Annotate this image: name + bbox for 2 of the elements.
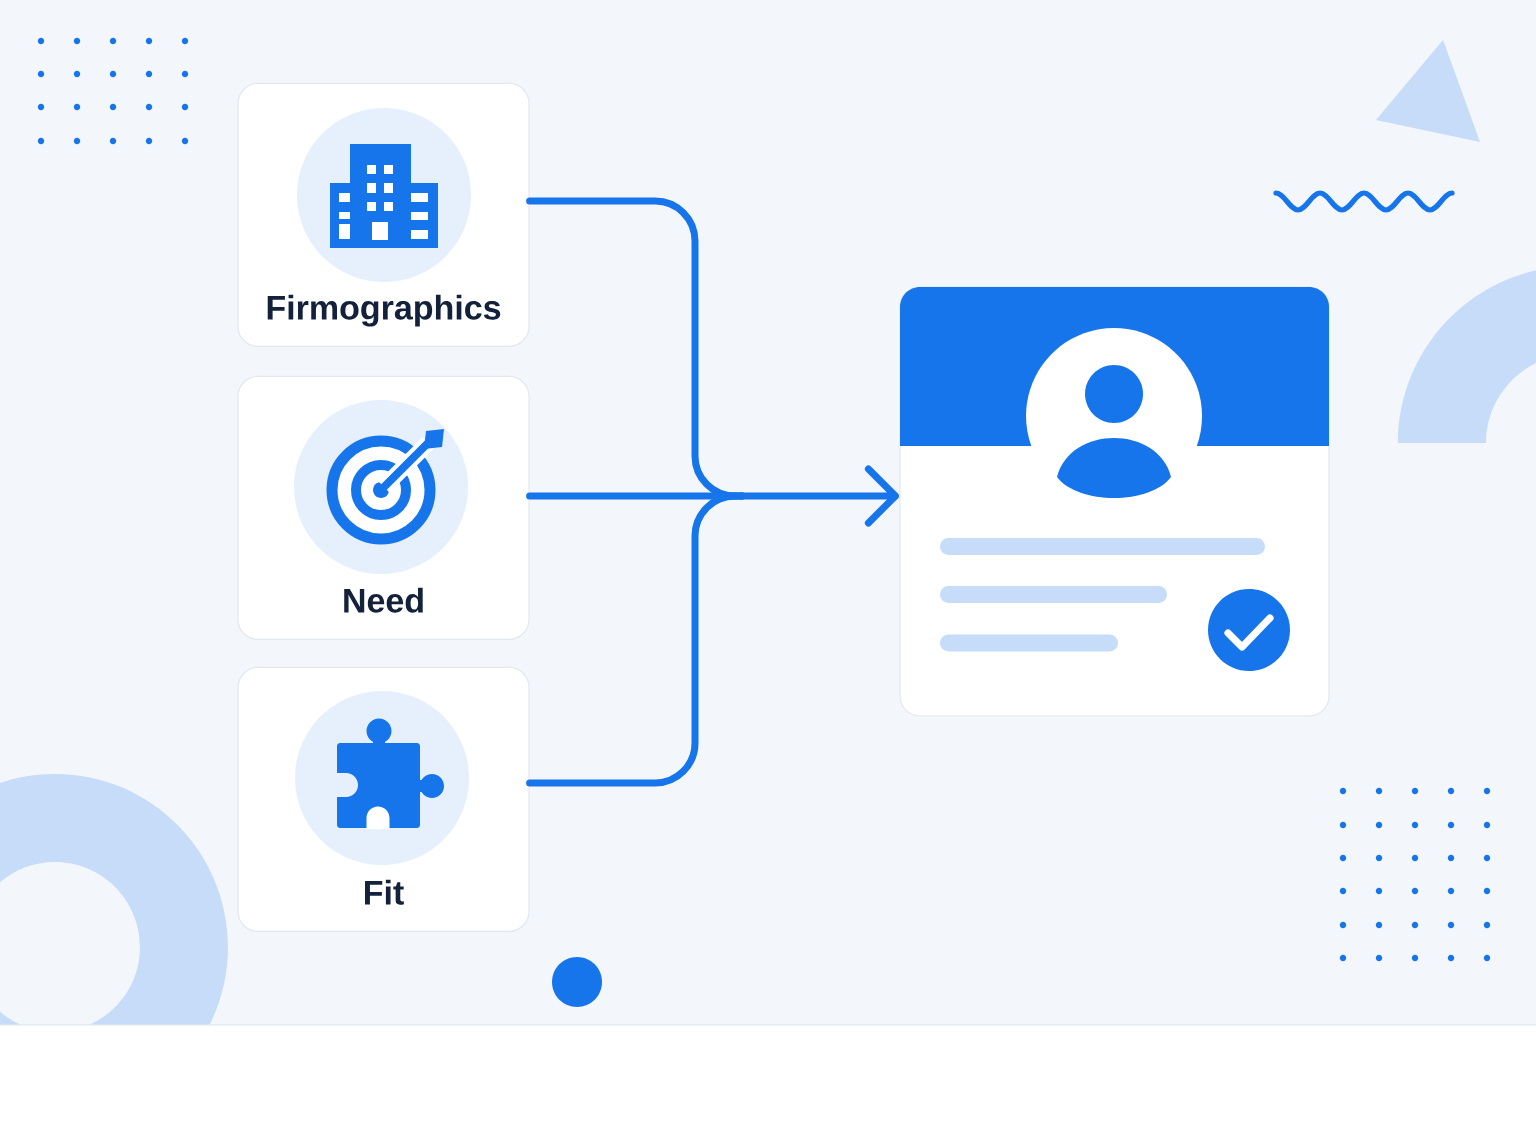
triangle-shape: [1376, 40, 1480, 142]
half-ring: [1398, 270, 1536, 443]
